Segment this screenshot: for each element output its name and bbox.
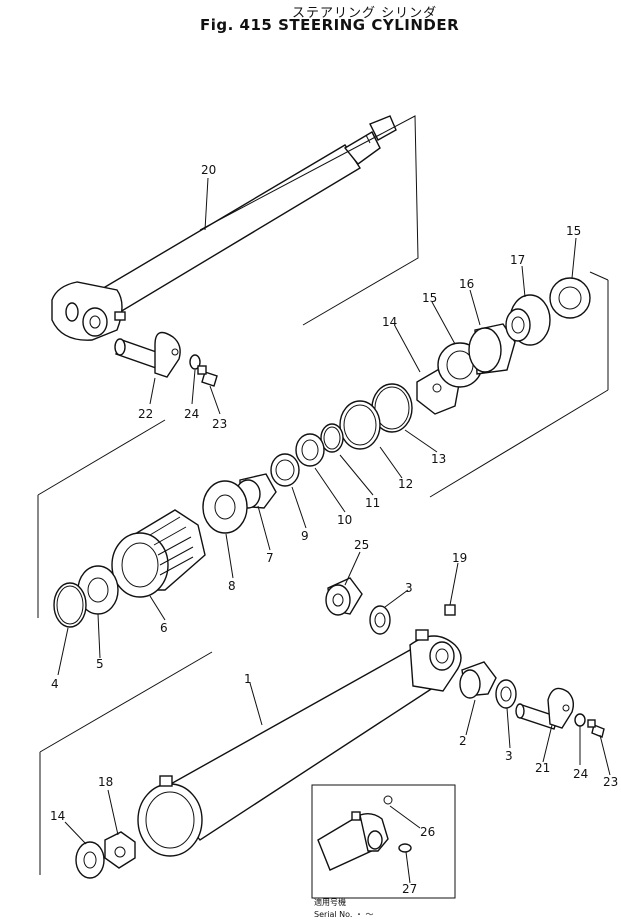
callout-24-top[interactable]: 24 [184,407,199,421]
callout-15-left[interactable]: 15 [422,291,437,305]
seal-9[interactable] [270,453,300,487]
callout-3-upper[interactable]: 3 [405,581,413,595]
washer-14-bottom[interactable] [75,841,105,879]
figure-title-japanese: ステアリング シリンダ [292,6,438,21]
gland-17[interactable] [505,294,551,346]
callout-19[interactable]: 19 [452,551,467,565]
ring-12[interactable] [339,400,381,450]
sleeve-16[interactable] [468,323,516,375]
callout-11[interactable]: 11 [365,496,380,510]
inset-serial-label: Serial No. ・ ～ [314,910,374,919]
callout-24-bottom[interactable]: 24 [573,767,588,781]
callout-13[interactable]: 13 [431,452,446,466]
callout-10[interactable]: 10 [337,513,352,527]
bushing-3-upper[interactable] [369,605,391,635]
washer-24-bottom[interactable] [574,713,586,727]
callout-12[interactable]: 12 [398,477,413,491]
callout-4[interactable]: 4 [51,677,59,691]
callout-18[interactable]: 18 [98,775,113,789]
callout-labels: 20 22 24 23 14 15 16 17 15 13 12 11 10 9… [50,163,618,896]
pin-21[interactable] [515,687,575,730]
inset-applicable-label: 適用号機 [314,897,346,907]
piston-rod-20[interactable] [51,115,397,341]
callout-23-top[interactable]: 23 [212,417,227,431]
callout-8[interactable]: 8 [228,579,236,593]
seal-10[interactable] [295,433,325,467]
cylinder-tube-1[interactable] [137,629,462,857]
pin-22[interactable] [114,331,181,378]
callout-17[interactable]: 17 [510,253,525,267]
callout-23-bottom[interactable]: 23 [603,775,618,789]
bolt-23-bottom[interactable] [587,719,605,738]
bolt-23-top[interactable] [197,365,218,387]
callout-20[interactable]: 20 [201,163,216,177]
spacer-25[interactable] [325,577,363,616]
washer-8[interactable] [202,480,248,534]
snap-ring-4[interactable] [53,582,87,628]
snap-ring-11[interactable] [320,423,344,453]
callout-15-right[interactable]: 15 [566,224,581,238]
callout-3-lower[interactable]: 3 [505,749,513,763]
figure-title: Fig. 415 STEERING CYLINDER [200,16,460,34]
callout-26[interactable]: 26 [420,825,435,839]
callout-7[interactable]: 7 [266,551,274,565]
cylinder-head-6[interactable] [111,509,206,598]
callout-27[interactable]: 27 [402,882,417,896]
bushing-15-right[interactable] [549,277,591,319]
fitting-18[interactable] [104,831,136,869]
callout-5[interactable]: 5 [96,657,104,671]
callout-14-top[interactable]: 14 [382,315,397,329]
bushing-2[interactable] [459,661,497,699]
inset-detail: 適用号機 Serial No. ・ ～ [311,784,456,919]
bushing-3-lower[interactable] [495,679,517,709]
callout-6[interactable]: 6 [160,621,168,635]
callout-21[interactable]: 21 [535,761,550,775]
leader-lines [57,177,611,884]
callout-22[interactable]: 22 [138,407,153,421]
callout-16[interactable]: 16 [459,277,474,291]
callout-25[interactable]: 25 [354,538,369,552]
callout-9[interactable]: 9 [301,529,309,543]
callout-14-bottom[interactable]: 14 [50,809,65,823]
grease-fitting-19[interactable] [444,604,456,616]
callout-2[interactable]: 2 [459,734,467,748]
callout-1[interactable]: 1 [244,672,252,686]
